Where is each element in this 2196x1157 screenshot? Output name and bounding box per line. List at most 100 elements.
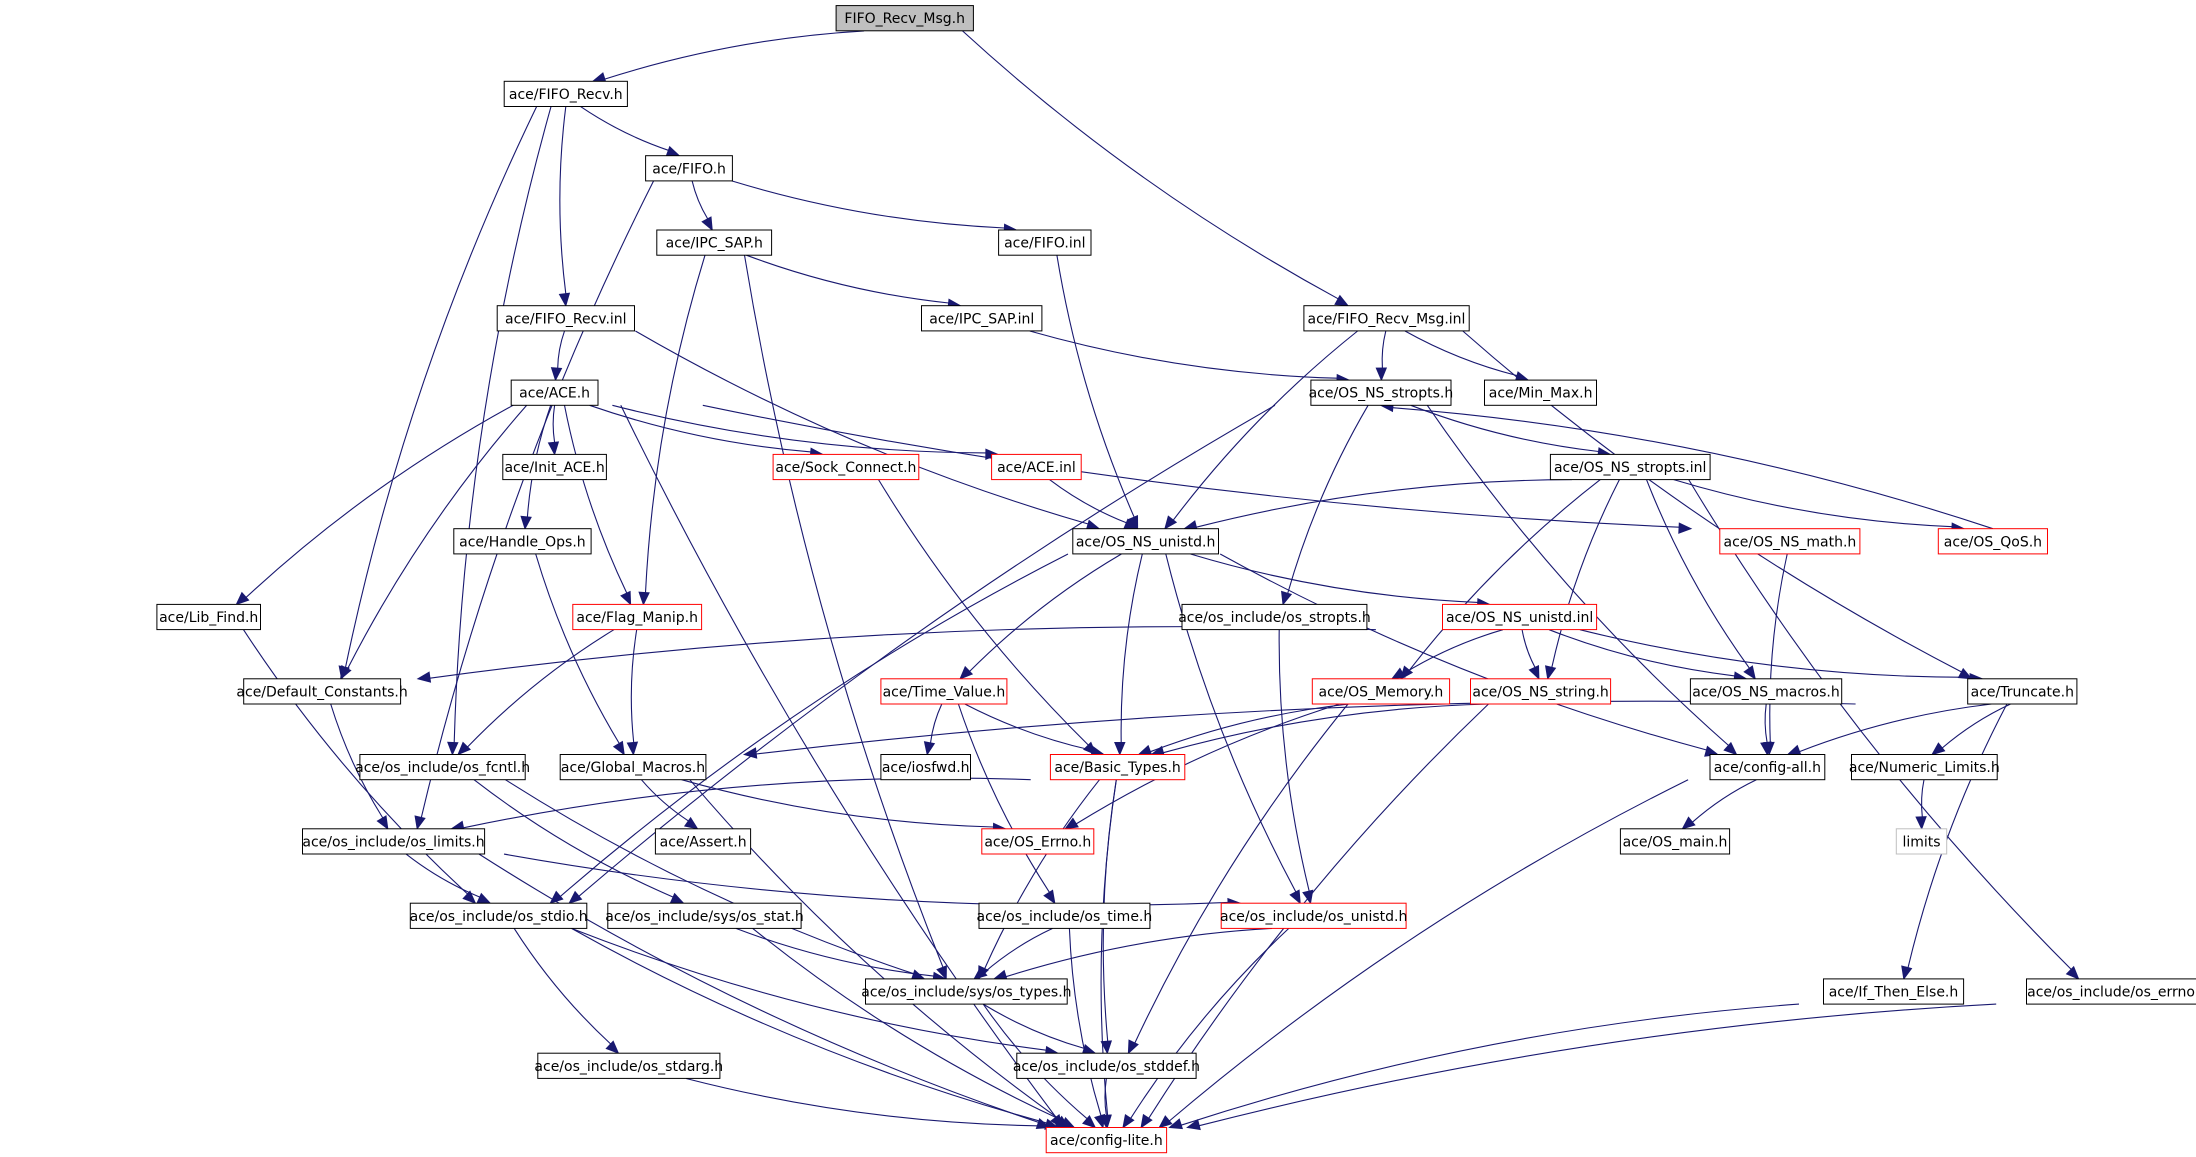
edge-line bbox=[1579, 629, 1971, 678]
node-os-ns-math-h[interactable]: ace/OS_NS_math.h bbox=[1719, 528, 1861, 555]
node-box bbox=[880, 754, 972, 781]
edge-fifo-recv-inl-to-ace-h bbox=[550, 330, 566, 382]
node-lib-find-h[interactable]: ace/Lib_Find.h bbox=[156, 603, 261, 631]
node-os-time-h[interactable]: ace/os_include/os_time.h bbox=[977, 902, 1153, 929]
node-fifo-recv-msg-inl[interactable]: ace/FIFO_Recv_Msg.inl bbox=[1303, 305, 1470, 332]
edge-line bbox=[559, 553, 1069, 897]
node-os-ns-stropts-h[interactable]: ace/OS_NS_stropts.h bbox=[1309, 379, 1454, 406]
node-handle-ops-h[interactable]: ace/Handle_Ops.h bbox=[453, 528, 592, 555]
node-os-stdio-h[interactable]: ace/os_include/os_stdio.h bbox=[410, 902, 588, 929]
node-label: ace/Default_Constants.h bbox=[236, 684, 407, 700]
node-ace-h[interactable]: ace/ACE.h bbox=[510, 379, 599, 406]
node-box bbox=[2026, 978, 2196, 1005]
node-os-include-os-stropts-h[interactable]: ace/os_include/os_stropts.h bbox=[1178, 603, 1371, 631]
edge-arrowhead bbox=[1099, 1114, 1111, 1129]
node-basic-types-h[interactable]: ace/Basic_Types.h bbox=[1049, 754, 1186, 781]
node-fifo-inl[interactable]: ace/FIFO.inl bbox=[998, 229, 1092, 256]
edge-arrowhead bbox=[1334, 294, 1350, 307]
edge-sock-connect-h-to-basic-types-h bbox=[878, 479, 1097, 756]
node-init-ace-h[interactable]: ace/Init_ACE.h bbox=[502, 453, 607, 481]
node-os-errno-ace-h[interactable]: ace/OS_Errno.h bbox=[981, 828, 1095, 855]
node-os-main-h[interactable]: ace/OS_main.h bbox=[1619, 828, 1731, 855]
edge-line bbox=[1941, 703, 2011, 749]
edge-line bbox=[685, 1077, 1057, 1127]
node-label: ace/os_include/os_stdarg.h bbox=[534, 1059, 723, 1075]
edge-arrowhead bbox=[1760, 741, 1772, 756]
node-os-qos-h[interactable]: ace/OS_QoS.h bbox=[1937, 528, 2049, 555]
node-os-ns-macros-h[interactable]: ace/OS_NS_macros.h bbox=[1689, 678, 1843, 705]
node-os-fcntl-h[interactable]: ace/os_include/os_fcntl.h bbox=[355, 754, 530, 781]
edge-fifo-recv-h-to-os-fcntl-h bbox=[447, 106, 552, 756]
node-os-memory-h[interactable]: ace/OS_Memory.h bbox=[1311, 678, 1451, 705]
node-iosfwd-h[interactable]: ace/iosfwd.h bbox=[880, 754, 972, 781]
node-os-ns-stropts-inl[interactable]: ace/OS_NS_stropts.inl bbox=[1549, 453, 1711, 481]
edge-arrowhead bbox=[742, 747, 758, 759]
edge-os-ns-unistd-inl-to-default-constants-h bbox=[416, 626, 1376, 683]
node-truncate-h[interactable]: ace/Truncate.h bbox=[1967, 678, 2078, 705]
node-default-constants-h[interactable]: ace/Default_Constants.h bbox=[236, 678, 408, 705]
node-fifo-h[interactable]: ace/FIFO.h bbox=[645, 155, 733, 182]
edge-os-ns-stropts-h-to-os-include-os-stropts-h bbox=[1281, 405, 1369, 606]
edge-os-ns-stropts-inl-to-os-ns-macros-h bbox=[1645, 479, 1756, 680]
node-os-stat-h[interactable]: ace/os_include/sys/os_stat.h bbox=[605, 902, 804, 929]
node-flag-manip-h[interactable]: ace/Flag_Manip.h bbox=[572, 603, 703, 631]
node-config-lite-h[interactable]: ace/config-lite.h bbox=[1045, 1127, 1168, 1154]
node-label: ace/FIFO_Recv_Msg.inl bbox=[1308, 311, 1466, 327]
edge-arrowhead bbox=[1122, 1113, 1135, 1129]
node-os-stdarg-h[interactable]: ace/os_include/os_stdarg.h bbox=[534, 1052, 723, 1079]
node-os-errno-h[interactable]: ace/os_include/os_errno.h bbox=[2026, 978, 2196, 1005]
node-os-ns-unistd-inl[interactable]: ace/OS_NS_unistd.inl bbox=[1442, 603, 1598, 631]
node-label: ace/Numeric_Limits.h bbox=[1849, 760, 2000, 776]
edge-line bbox=[983, 927, 1053, 973]
edge-line bbox=[984, 779, 1100, 969]
node-os-limits-h[interactable]: ace/os_include/os_limits.h bbox=[302, 828, 486, 855]
node-time-value-h[interactable]: ace/Time_Value.h bbox=[880, 678, 1008, 705]
node-ipc-sap-inl[interactable]: ace/IPC_SAP.inl bbox=[921, 305, 1043, 332]
node-os-types-h[interactable]: ace/os_include/sys/os_types.h bbox=[861, 978, 1072, 1005]
edge-line bbox=[463, 777, 1031, 829]
node-os-ns-unistd-h[interactable]: ace/OS_NS_unistd.h bbox=[1072, 528, 1220, 555]
node-fifo-recv-inl[interactable]: ace/FIFO_Recv.inl bbox=[496, 305, 636, 332]
node-fifo-recv-h[interactable]: ace/FIFO_Recv.h bbox=[503, 80, 628, 108]
node-os-unistd-h[interactable]: ace/os_include/os_unistd.h bbox=[1220, 902, 1407, 929]
node-box bbox=[656, 229, 773, 256]
edge-fifo-recv-h-to-default-constants-h bbox=[338, 106, 538, 681]
edge-arrowhead bbox=[1302, 889, 1314, 905]
node-global-macros-h[interactable]: ace/Global_Macros.h bbox=[559, 754, 707, 781]
edge-arrowhead bbox=[235, 591, 250, 606]
edge-arrowhead bbox=[1100, 1040, 1113, 1055]
node-ipc-sap-h[interactable]: ace/IPC_SAP.h bbox=[656, 229, 773, 256]
node-label: ace/os_include/os_errno.h bbox=[2027, 985, 2196, 1001]
node-min-max-h[interactable]: ace/Min_Max.h bbox=[1484, 379, 1597, 406]
node-label: ace/Assert.h bbox=[660, 835, 747, 851]
node-sock-connect-h[interactable]: ace/Sock_Connect.h bbox=[772, 453, 920, 481]
node-if-then-else-h[interactable]: ace/If_Then_Else.h bbox=[1823, 978, 1965, 1005]
node-box bbox=[991, 453, 1082, 481]
edge-default-constants-h-to-os-limits-h bbox=[330, 703, 389, 830]
node-numeric-limits-h[interactable]: ace/Numeric_Limits.h bbox=[1849, 754, 2000, 781]
edge-os-errno-h-to-config-lite-h bbox=[1186, 1003, 1997, 1131]
edge-fifo-inl-to-os-ns-unistd-h bbox=[1056, 255, 1139, 530]
node-os-ns-string-h[interactable]: ace/OS_NS_string.h bbox=[1470, 678, 1612, 705]
edge-line bbox=[1190, 553, 1478, 603]
node-os-stddef-h[interactable]: ace/os_include/os_stddef.h bbox=[1013, 1052, 1200, 1079]
node-box bbox=[645, 155, 733, 182]
node-label: ace/IPC_SAP.inl bbox=[929, 311, 1034, 327]
node-ace-inl[interactable]: ace/ACE.inl bbox=[991, 453, 1082, 481]
edge-line bbox=[453, 106, 552, 743]
edge-line bbox=[1551, 479, 1620, 668]
node-label: ace/os_include/os_stropts.h bbox=[1178, 610, 1371, 626]
edge-arrowhead bbox=[1915, 816, 1927, 831]
node-label: ace/Init_ACE.h bbox=[504, 460, 604, 476]
edge-arrowhead bbox=[1390, 667, 1406, 680]
node-config-all-h[interactable]: ace/config-all.h bbox=[1709, 754, 1826, 781]
edge-line bbox=[552, 405, 556, 443]
node-limits[interactable]: limits bbox=[1895, 828, 1948, 855]
node-label: ace/iosfwd.h bbox=[882, 760, 970, 776]
edge-line bbox=[1426, 404, 1729, 746]
node-root[interactable]: FIFO_Recv_Msg.h bbox=[835, 5, 974, 32]
node-assert-h[interactable]: ace/Assert.h bbox=[654, 828, 752, 855]
node-box bbox=[981, 828, 1095, 855]
edge-line bbox=[1219, 553, 1707, 751]
edge-arrowhead bbox=[1931, 742, 1946, 756]
